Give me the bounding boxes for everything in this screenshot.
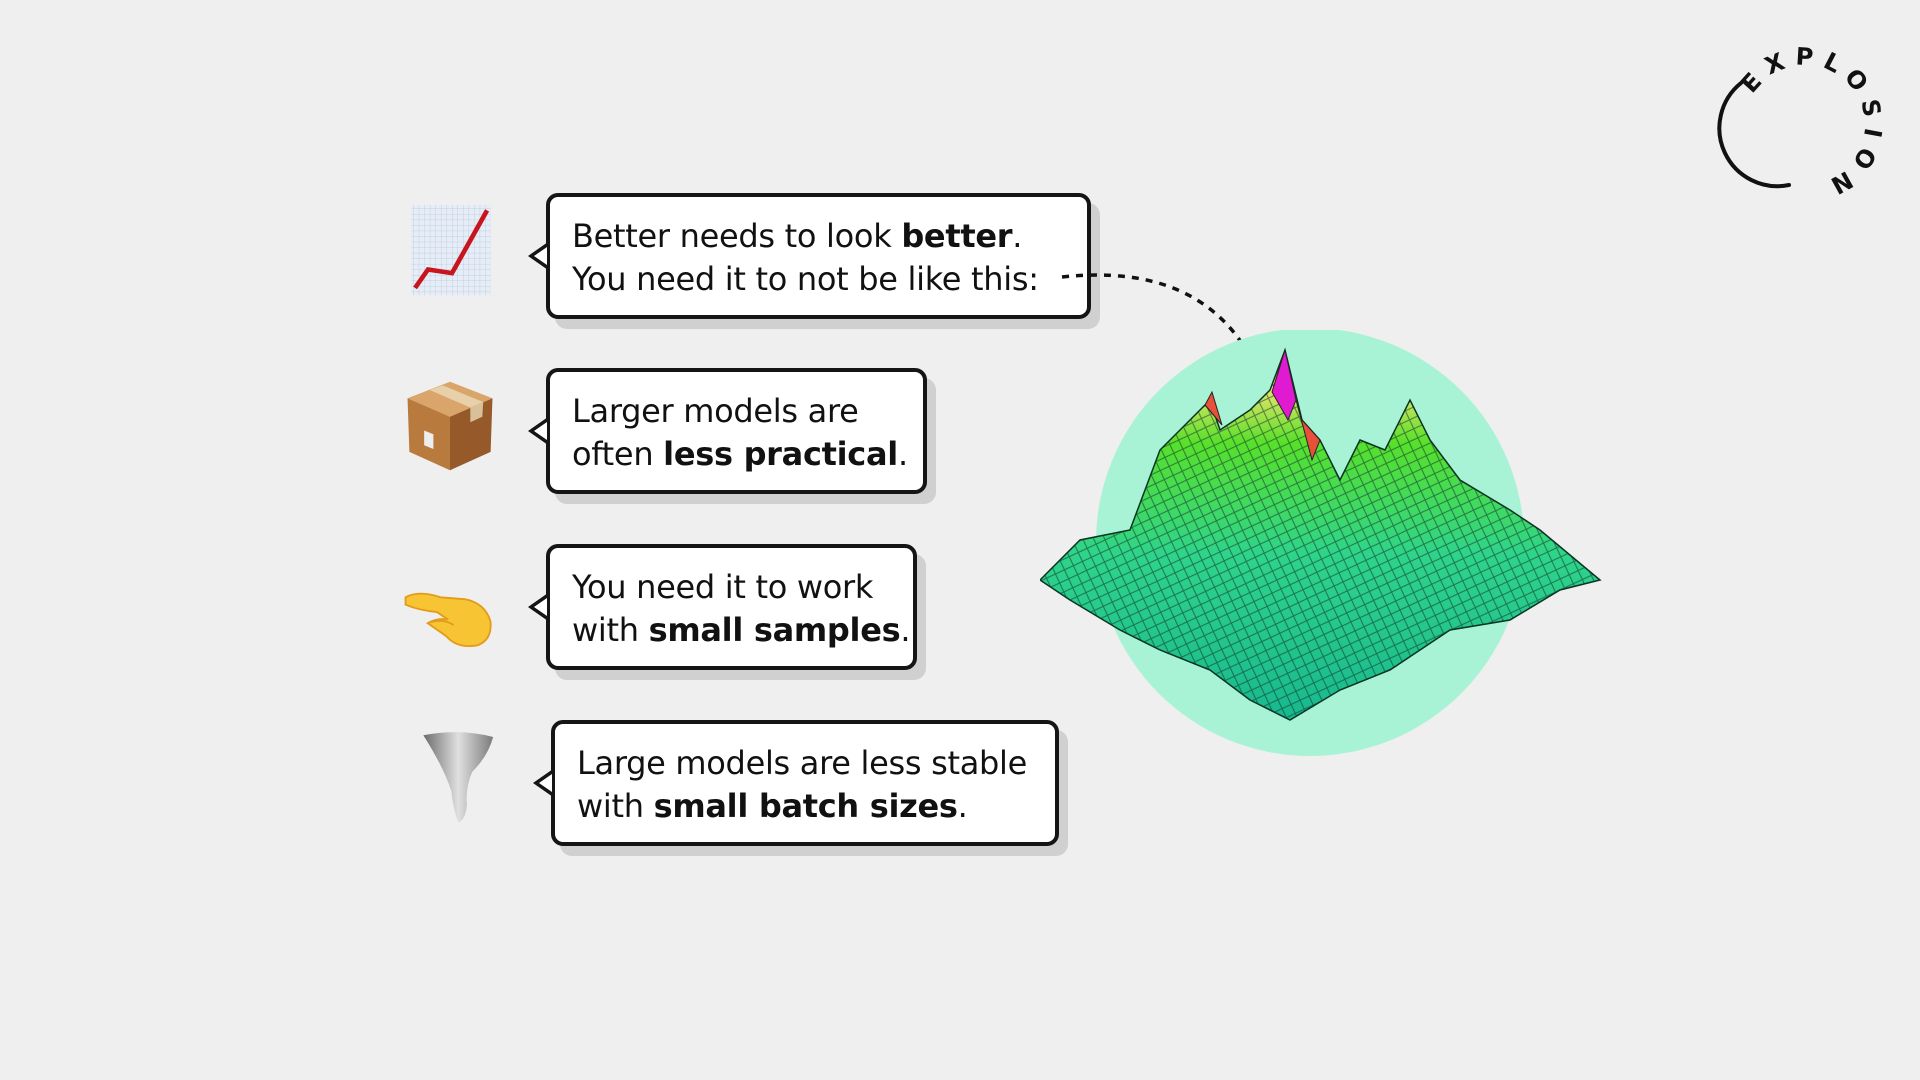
text: Larger models are	[572, 392, 859, 430]
text: .	[900, 611, 911, 649]
bold-text: small samples	[648, 611, 901, 649]
speech-bubble-2: Larger models are often less practical.	[528, 368, 927, 494]
text: You need it to work	[572, 568, 874, 606]
chart-increasing-icon	[411, 204, 491, 296]
speech-bubble-3: You need it to work with small samples.	[528, 544, 917, 670]
text: .	[1012, 217, 1023, 255]
loss-landscape-illustration	[1040, 330, 1602, 756]
explosion-logo: EXPLOSION	[1717, 42, 1879, 204]
package-icon	[407, 381, 493, 471]
tornado-icon	[423, 732, 494, 823]
text: Large models are less stable	[577, 744, 1028, 782]
bold-text: small batch sizes	[653, 787, 958, 825]
text: with	[577, 787, 654, 825]
text: .	[897, 435, 908, 473]
text: often	[572, 435, 664, 473]
speech-bubble-1: Better needs to look better. You need it…	[528, 193, 1091, 319]
bubble-tail	[533, 769, 553, 797]
text: Better needs to look	[572, 217, 902, 255]
bubble-tail	[528, 242, 548, 270]
bubble-tail	[528, 593, 548, 621]
text: You need it to not be like this:	[572, 260, 1039, 298]
bold-text: better	[901, 217, 1013, 255]
speech-bubble-4: Large models are less stable with small …	[533, 720, 1059, 846]
bold-text: less practical	[663, 435, 898, 473]
text: with	[572, 611, 649, 649]
bubble-tail	[528, 417, 548, 445]
pinching-hand-icon	[404, 592, 492, 648]
text: .	[957, 787, 968, 825]
